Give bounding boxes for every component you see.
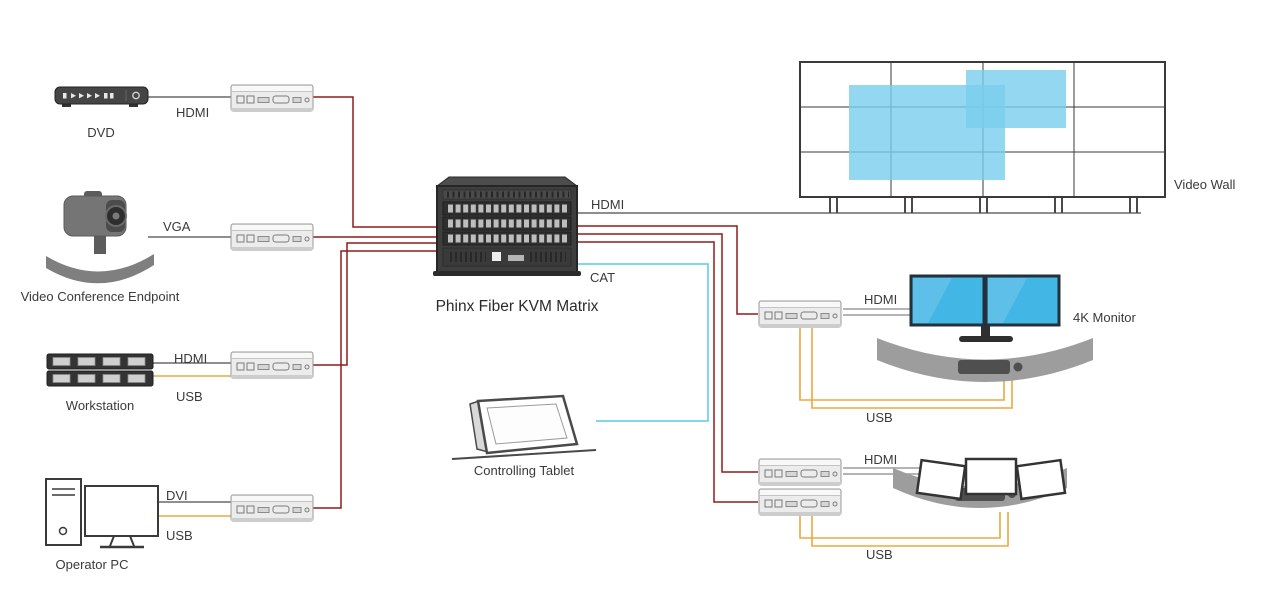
cable-label-4k-usb: USB xyxy=(866,410,893,425)
workstation-icon xyxy=(46,353,154,387)
fiber-tx4-to-matrix xyxy=(312,250,437,509)
cable-label-workstation-hdmi: HDMI xyxy=(174,351,208,366)
fiber-matrix-to-rx3 xyxy=(577,241,758,503)
fiber-matrix-to-rx1 xyxy=(577,225,758,315)
console-desk-4k-icon xyxy=(877,338,1093,382)
label-video-conference: Video Conference Endpoint xyxy=(20,289,180,304)
usb-4k-loop-a xyxy=(799,328,1005,401)
cable-label-matrix-hdmi: HDMI xyxy=(591,197,625,212)
label-kvm-matrix: Phinx Fiber KVM Matrix xyxy=(435,298,599,315)
video-wall-icon xyxy=(799,61,1166,213)
fiber-cables xyxy=(312,96,758,509)
fiber-tx1-to-matrix xyxy=(312,96,437,228)
transmitter-box-workstation xyxy=(230,351,314,379)
video-conference-camera-icon xyxy=(46,191,154,284)
receiver-box-desk-2 xyxy=(758,488,842,516)
label-operator-pc: Operator PC xyxy=(55,557,129,572)
receiver-box-4k xyxy=(758,300,842,328)
cat-cable xyxy=(577,263,709,422)
triple-monitor-icon xyxy=(915,457,1067,501)
4k-monitor-icon xyxy=(909,274,1061,342)
link-rx23-to-desk xyxy=(843,467,922,475)
fiber-matrix-to-rx2 xyxy=(577,233,758,473)
cable-label-desk-hdmi: HDMI xyxy=(864,452,898,467)
label-4k-monitor: 4K Monitor xyxy=(1073,310,1136,325)
operator-pc-icon xyxy=(45,478,159,549)
cable-label-desk-usb: USB xyxy=(866,547,893,562)
cable-label-dvi: DVI xyxy=(166,488,188,503)
usb-desk-loop-a xyxy=(799,512,1001,539)
transmitter-box-camera xyxy=(230,223,314,251)
cable-label-vga: VGA xyxy=(163,219,191,234)
controlling-tablet-icon xyxy=(451,394,597,460)
cable-label-pc-usb: USB xyxy=(166,528,193,543)
transmitter-box-dvd xyxy=(230,84,314,112)
cable-label-dvd-hdmi: HDMI xyxy=(176,105,210,120)
wall-window-small xyxy=(966,70,1066,128)
hdmi-cables xyxy=(147,96,1141,503)
label-workstation: Workstation xyxy=(65,398,135,413)
cable-label-cat: CAT xyxy=(590,270,616,285)
usb-cables xyxy=(153,328,1013,547)
cable-label-4k-hdmi: HDMI xyxy=(864,292,898,307)
fiber-tx3-to-matrix xyxy=(312,242,437,366)
cat-matrix-to-tablet xyxy=(577,263,709,422)
cable-label-workstation-usb: USB xyxy=(176,389,203,404)
usb-desk-loop-b xyxy=(811,512,1009,547)
link-rx1-to-4k xyxy=(843,308,913,316)
usb-4k-loop-b xyxy=(811,328,1013,409)
label-controlling-tablet: Controlling Tablet xyxy=(473,463,575,478)
monitor-hdmi-links xyxy=(843,308,922,475)
video-wall-legs xyxy=(829,197,1138,213)
receiver-box-desk-1 xyxy=(758,458,842,486)
label-video-wall: Video Wall xyxy=(1174,177,1236,192)
dvd-player-icon xyxy=(54,86,149,107)
transmitter-box-pc xyxy=(230,494,314,522)
kvm-matrix-icon xyxy=(433,176,581,276)
label-dvd: DVD xyxy=(87,125,115,140)
